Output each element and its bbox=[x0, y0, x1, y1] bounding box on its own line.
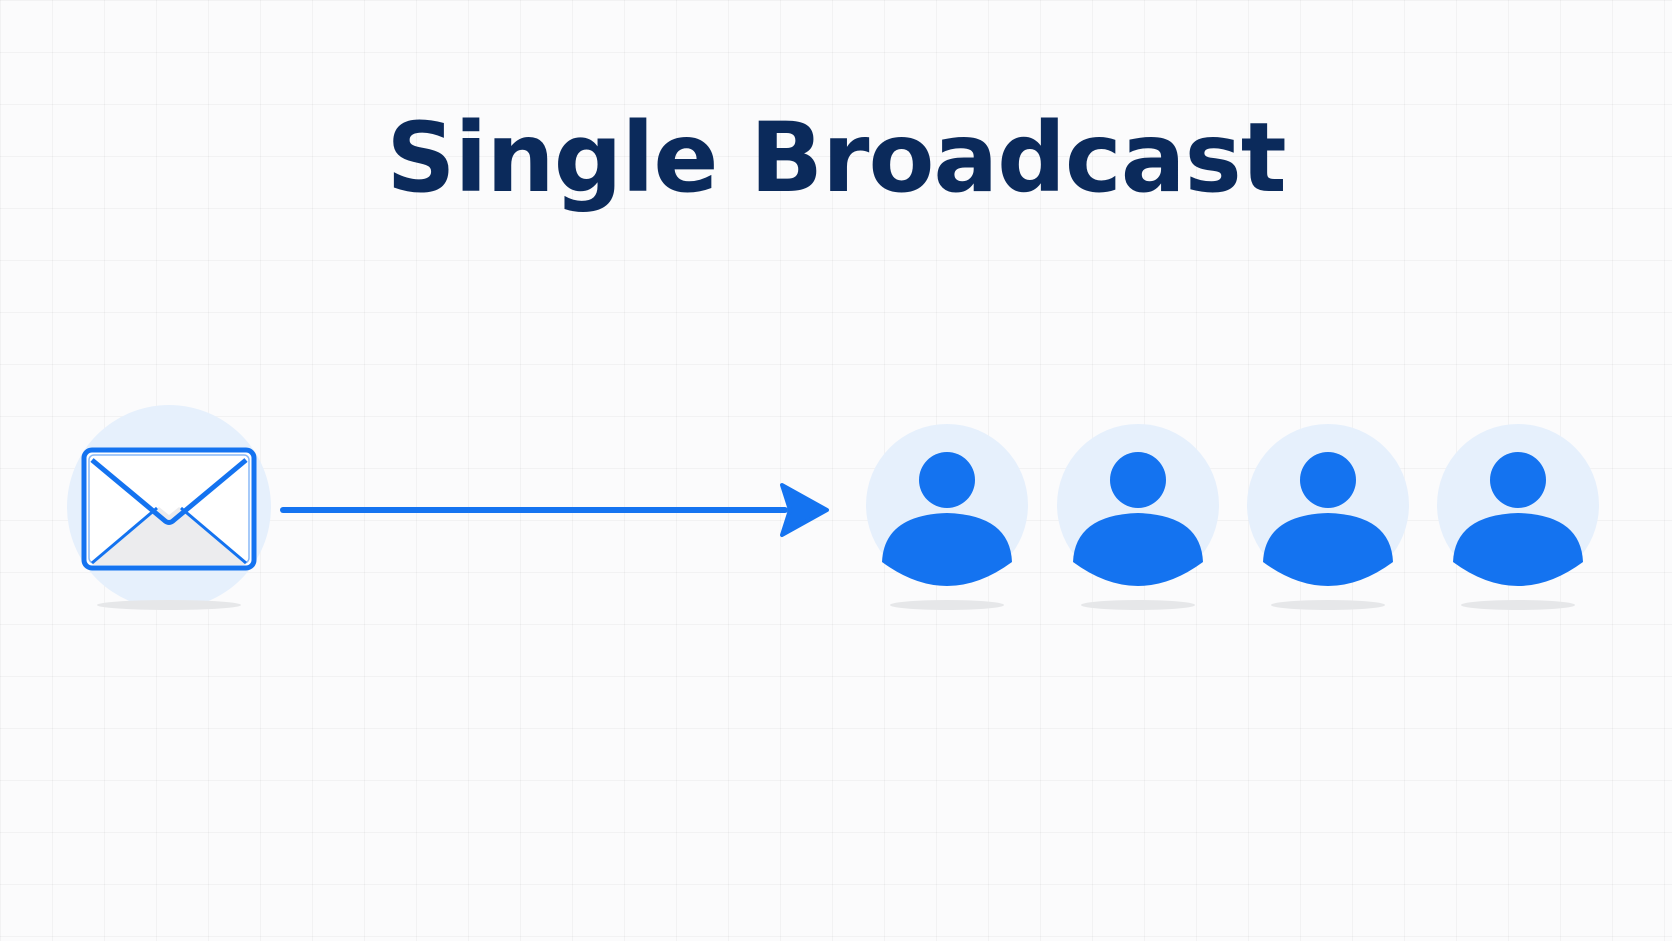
envelope-icon bbox=[67, 405, 271, 610]
recipient-node bbox=[1433, 420, 1603, 620]
user-icon bbox=[1057, 424, 1219, 610]
user-icon bbox=[1247, 424, 1409, 610]
recipient-node bbox=[862, 420, 1032, 620]
user-icon bbox=[866, 424, 1028, 610]
broadcast-arrow bbox=[275, 480, 830, 540]
user-icon bbox=[1437, 424, 1599, 610]
arrow-right-icon bbox=[280, 483, 829, 537]
recipient-node bbox=[1053, 420, 1223, 620]
diagram-title: Single Broadcast bbox=[386, 102, 1286, 214]
sender-node bbox=[64, 405, 274, 615]
recipient-node bbox=[1243, 420, 1413, 620]
